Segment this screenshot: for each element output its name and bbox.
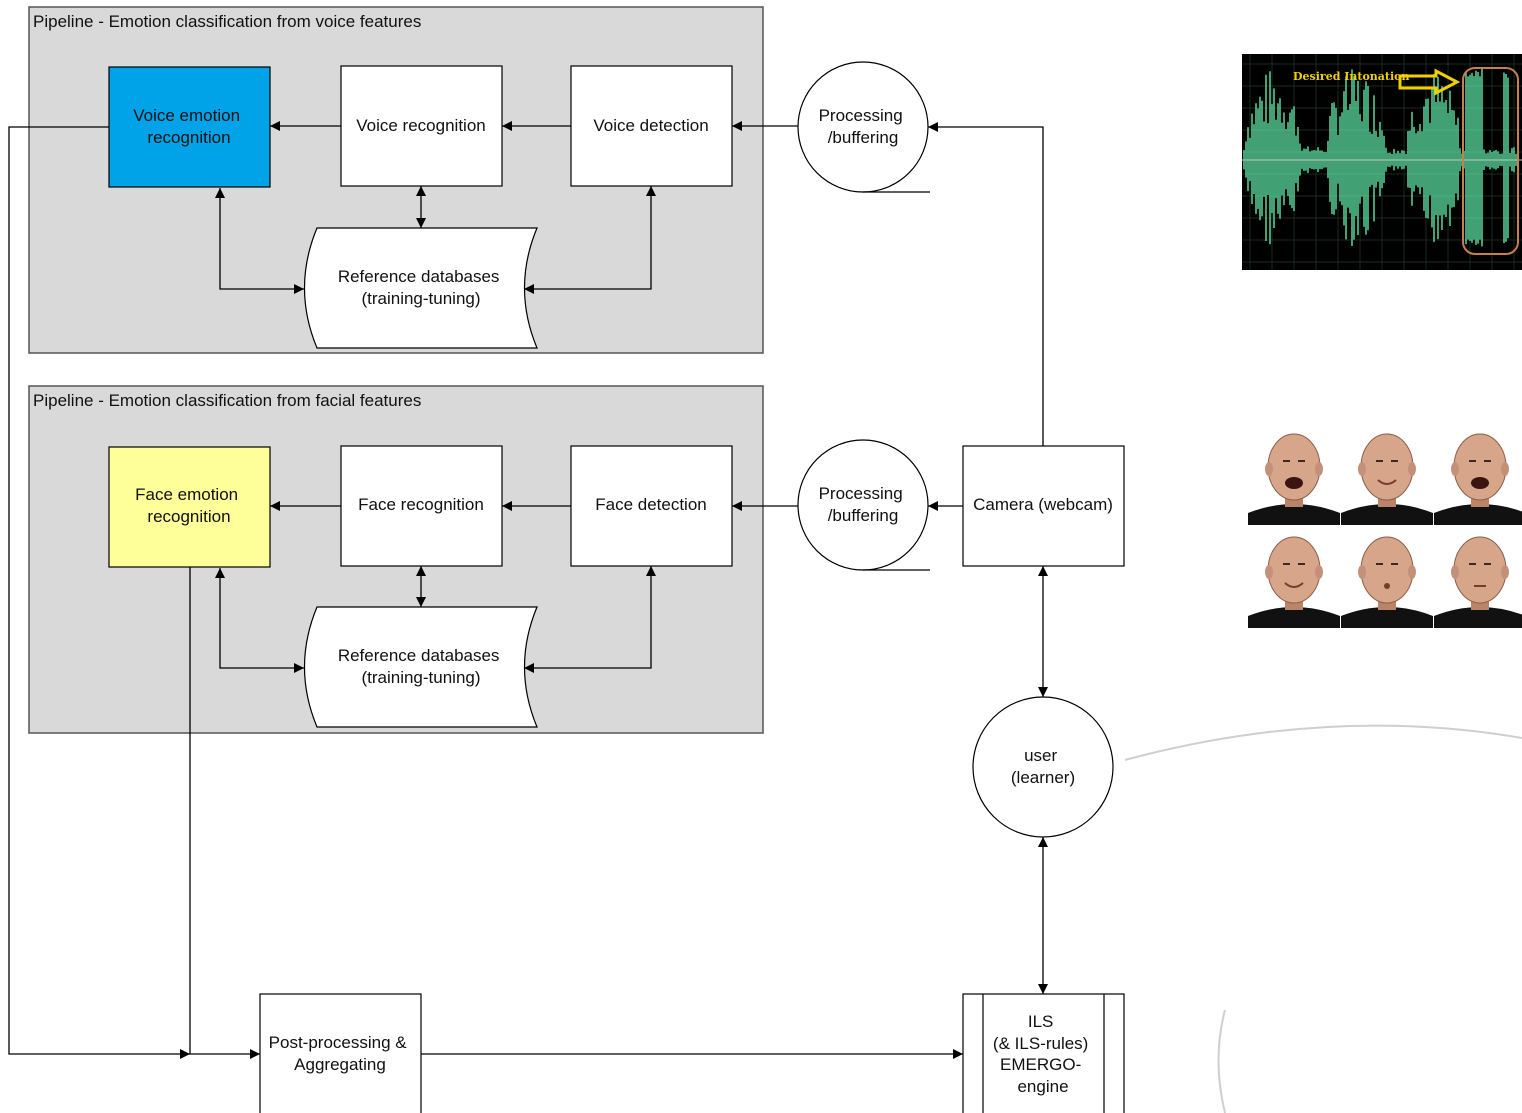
voice-emotion-label-2: recognition <box>147 128 230 147</box>
face-detection-box <box>570 445 733 567</box>
voice-db-label-1: Reference databases <box>338 267 500 286</box>
face-photo-cry <box>1434 425 1522 525</box>
voice-reference-db <box>303 227 538 349</box>
face-emotion-label-2: recognition <box>147 507 230 526</box>
face-photo-grin <box>1248 528 1340 628</box>
svg-text:Post-processing & Aggregat: Post-processing & Aggregating <box>269 1033 412 1074</box>
post-processing-box <box>259 993 422 1113</box>
face-recognition-box <box>340 445 503 567</box>
voice-pipeline-title: Pipeline - Emotion classification from v… <box>33 12 421 31</box>
processing-voice-label-1: Processing <box>819 106 903 125</box>
svg-text:Reference databases (train: Reference databases (training-tuning) <box>338 646 504 687</box>
face-pipeline-connectors <box>215 501 656 673</box>
svg-text:Reference databases (train: Reference databases (training-tuning) <box>338 267 504 308</box>
voice-emotion-recognition-box <box>108 66 271 188</box>
waveform-signal <box>1243 69 1519 247</box>
camera-box <box>962 445 1125 567</box>
ils-label-4: engine <box>1017 1077 1068 1096</box>
face-photo-puff <box>1341 528 1433 628</box>
ils-label-1: ILS <box>1028 1012 1054 1031</box>
waveform-highlight <box>1462 67 1519 255</box>
ils-engine-box: ILS (& ILS-rules) EMERGO- engine <box>962 993 1125 1113</box>
main-connectors <box>8 121 1048 1059</box>
processing-voice-label-2: /buffering <box>828 128 899 147</box>
face-detection-label: Face detection <box>595 495 707 514</box>
ils-label-3: EMERGO- <box>1000 1055 1081 1074</box>
face-pipeline-title: Pipeline - Emotion classification from f… <box>33 391 421 410</box>
user-label-2: (learner) <box>1011 768 1075 787</box>
post-processing-label-1: Post-processing & <box>269 1033 408 1052</box>
waveform-caption: Desired Intonation <box>1293 70 1410 83</box>
intonation-arrow-icon <box>1398 68 1461 96</box>
decorative-arc-top <box>1124 724 1522 761</box>
face-reference-db <box>303 606 538 728</box>
face-photo-smile <box>1341 425 1433 525</box>
processing-face-label-2: /buffering <box>828 506 899 525</box>
ils-label-2: (& ILS-rules) <box>993 1034 1088 1053</box>
camera-label: Camera (webcam) <box>973 495 1113 514</box>
face-emotion-recognition-box <box>108 446 271 568</box>
face-recognition-label: Face recognition <box>358 495 484 514</box>
svg-text:user (learner): user (learner) <box>1011 746 1075 787</box>
user-label-1: user <box>1024 746 1057 765</box>
face-expression-photos <box>1248 425 1522 628</box>
svg-text:Voice emotion recognition: Voice emotion recognition <box>133 106 245 147</box>
voice-recognition-label: Voice recognition <box>356 116 485 135</box>
voice-pipeline-connectors <box>215 121 656 294</box>
waveform-image: Desired Intonation <box>1242 54 1522 270</box>
face-db-label-2: (training-tuning) <box>361 668 480 687</box>
processing-voice-node: Processing /buffering <box>797 61 930 193</box>
voice-detection-label: Voice detection <box>593 116 708 135</box>
user-node: user (learner) <box>972 696 1114 838</box>
post-processing-label-2: Aggregating <box>294 1055 386 1074</box>
processing-face-label-1: Processing <box>819 484 903 503</box>
svg-text:ILS (& ILS-rules): ILS (& ILS-rules) EMERGO- engine <box>993 1012 1093 1096</box>
face-emotion-label-1: Face emotion <box>135 485 238 504</box>
svg-text:Processing /buffering: Processing /buffering <box>819 484 908 525</box>
voice-db-label-2: (training-tuning) <box>361 289 480 308</box>
voice-emotion-label-1: Voice emotion <box>133 106 240 125</box>
voice-detection-box <box>570 65 733 187</box>
face-db-label-1: Reference databases <box>338 646 500 665</box>
svg-text:Face emotion recognition: Face emotion recognition <box>135 485 243 526</box>
face-photo-neutral <box>1434 528 1522 628</box>
svg-text:Processing /buffering: Processing /buffering <box>819 106 908 147</box>
decorative-arc-bottom <box>1217 1009 1226 1113</box>
face-photo-laugh <box>1248 425 1340 525</box>
processing-face-node: Processing /buffering <box>797 439 930 571</box>
